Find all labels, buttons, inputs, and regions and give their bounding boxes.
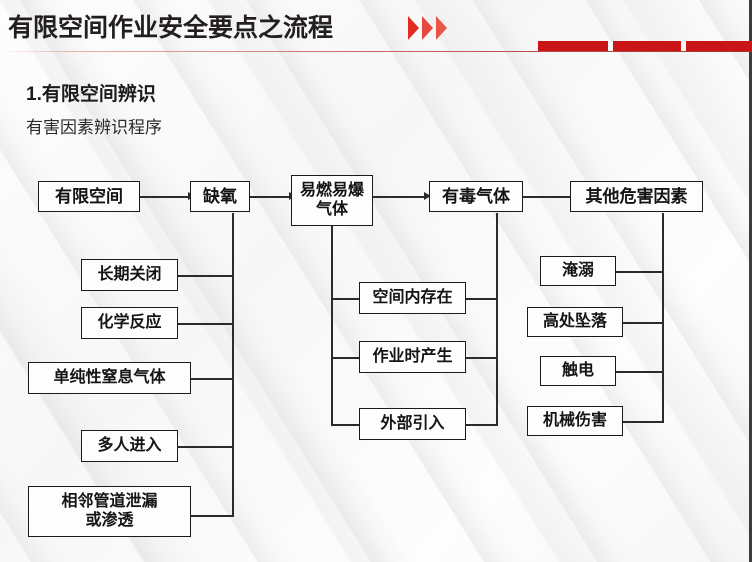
connector-other-fall-from-height — [622, 322, 664, 324]
page-title: 有限空间作业安全要点之流程 — [8, 14, 334, 42]
node-label: 淹溺 — [561, 262, 594, 280]
spine-oxygen-branch — [232, 213, 234, 517]
node-electric-shock[interactable]: 触电 — [540, 356, 616, 386]
connector-flammable-introduced-externally — [331, 424, 361, 426]
connector-confined-to-oxygen — [140, 196, 189, 198]
node-label: 外部引入 — [380, 415, 445, 433]
node-label: 其他危害因素 — [585, 186, 688, 206]
header-accent-block-1 — [538, 41, 608, 51]
node-label: 有毒气体 — [442, 186, 510, 206]
connector-oxygen-to-flammable — [250, 196, 291, 198]
double-chevron-right-icon — [408, 16, 456, 40]
node-simple-asphyxiant-gas[interactable]: 单纯性窒息气体 — [28, 362, 191, 394]
node-label-line1: 相邻管道泄漏 — [61, 492, 158, 510]
node-label: 化学反应 — [97, 314, 162, 332]
node-label: 多人进入 — [97, 437, 162, 455]
header-accent-block-3 — [686, 41, 752, 51]
node-oxygen-deficiency[interactable]: 缺氧 — [190, 181, 250, 212]
connector-oxygen-pipe-leak — [190, 515, 233, 517]
connector-flammable-generated-during-work — [331, 357, 361, 359]
node-confined-space[interactable]: 有限空间 — [38, 181, 140, 212]
node-label: 长期关闭 — [97, 266, 162, 284]
node-label: 空间内存在 — [372, 289, 453, 307]
node-label: 缺氧 — [203, 186, 237, 206]
node-label-line1: 易燃易爆 — [299, 181, 364, 199]
node-label-line2: 气体 — [315, 200, 348, 218]
connector-flammable-to-toxic — [373, 196, 425, 198]
spine-other-hazards-branch — [662, 213, 664, 422]
section-heading: 1.有限空间辨识 — [26, 84, 156, 105]
node-flammable-explosive-gas[interactable]: 易燃易爆 气体 — [291, 175, 373, 226]
node-mechanical-injury[interactable]: 机械伤害 — [527, 406, 623, 436]
spine-flammable-branch — [331, 226, 333, 425]
node-label: 机械伤害 — [542, 412, 607, 430]
connector-toxic-exists-in-space — [466, 298, 498, 300]
node-drowning[interactable]: 淹溺 — [540, 256, 616, 286]
connector-oxygen-asphyxiant-gas — [190, 378, 233, 380]
node-label-line2: 或渗透 — [85, 511, 134, 529]
node-exists-in-space[interactable]: 空间内存在 — [359, 282, 466, 314]
node-generated-during-work[interactable]: 作业时产生 — [359, 341, 466, 373]
spine-toxic-branch — [496, 213, 498, 425]
connector-toxic-to-other — [523, 196, 572, 198]
node-fall-from-height[interactable]: 高处坠落 — [527, 307, 623, 337]
node-multiple-people-entry[interactable]: 多人进入 — [81, 430, 178, 462]
connector-other-mechanical-injury — [622, 421, 664, 423]
connector-toxic-introduced-externally — [466, 424, 498, 426]
slide-header: 有限空间作业安全要点之流程 — [0, 0, 752, 56]
section-subheading: 有害因素辨识程序 — [26, 118, 162, 137]
connector-flammable-exists-in-space — [331, 298, 361, 300]
node-label: 有限空间 — [55, 186, 123, 206]
node-chemical-reaction[interactable]: 化学反应 — [81, 307, 178, 339]
header-divider-line — [0, 51, 752, 52]
node-long-term-closed[interactable]: 长期关闭 — [81, 259, 178, 291]
node-other-hazard-factors[interactable]: 其他危害因素 — [570, 181, 703, 212]
node-label: 触电 — [561, 362, 594, 380]
node-introduced-externally[interactable]: 外部引入 — [359, 408, 466, 440]
node-toxic-gas[interactable]: 有毒气体 — [429, 181, 523, 212]
connector-toxic-generated-during-work — [466, 357, 498, 359]
header-accent-block-2 — [613, 41, 681, 51]
node-label: 作业时产生 — [372, 348, 453, 366]
connector-oxygen-multiple-entry — [177, 446, 233, 448]
connector-other-electric-shock — [615, 371, 664, 373]
node-label: 高处坠落 — [542, 313, 607, 331]
node-adjacent-pipe-leak[interactable]: 相邻管道泄漏 或渗透 — [28, 486, 191, 537]
node-label: 单纯性窒息气体 — [53, 369, 166, 387]
connector-other-drowning — [615, 271, 664, 273]
connector-oxygen-chemical-reaction — [177, 323, 233, 325]
connector-oxygen-long-term-closed — [177, 275, 233, 277]
slide-right-edge — [749, 0, 752, 562]
